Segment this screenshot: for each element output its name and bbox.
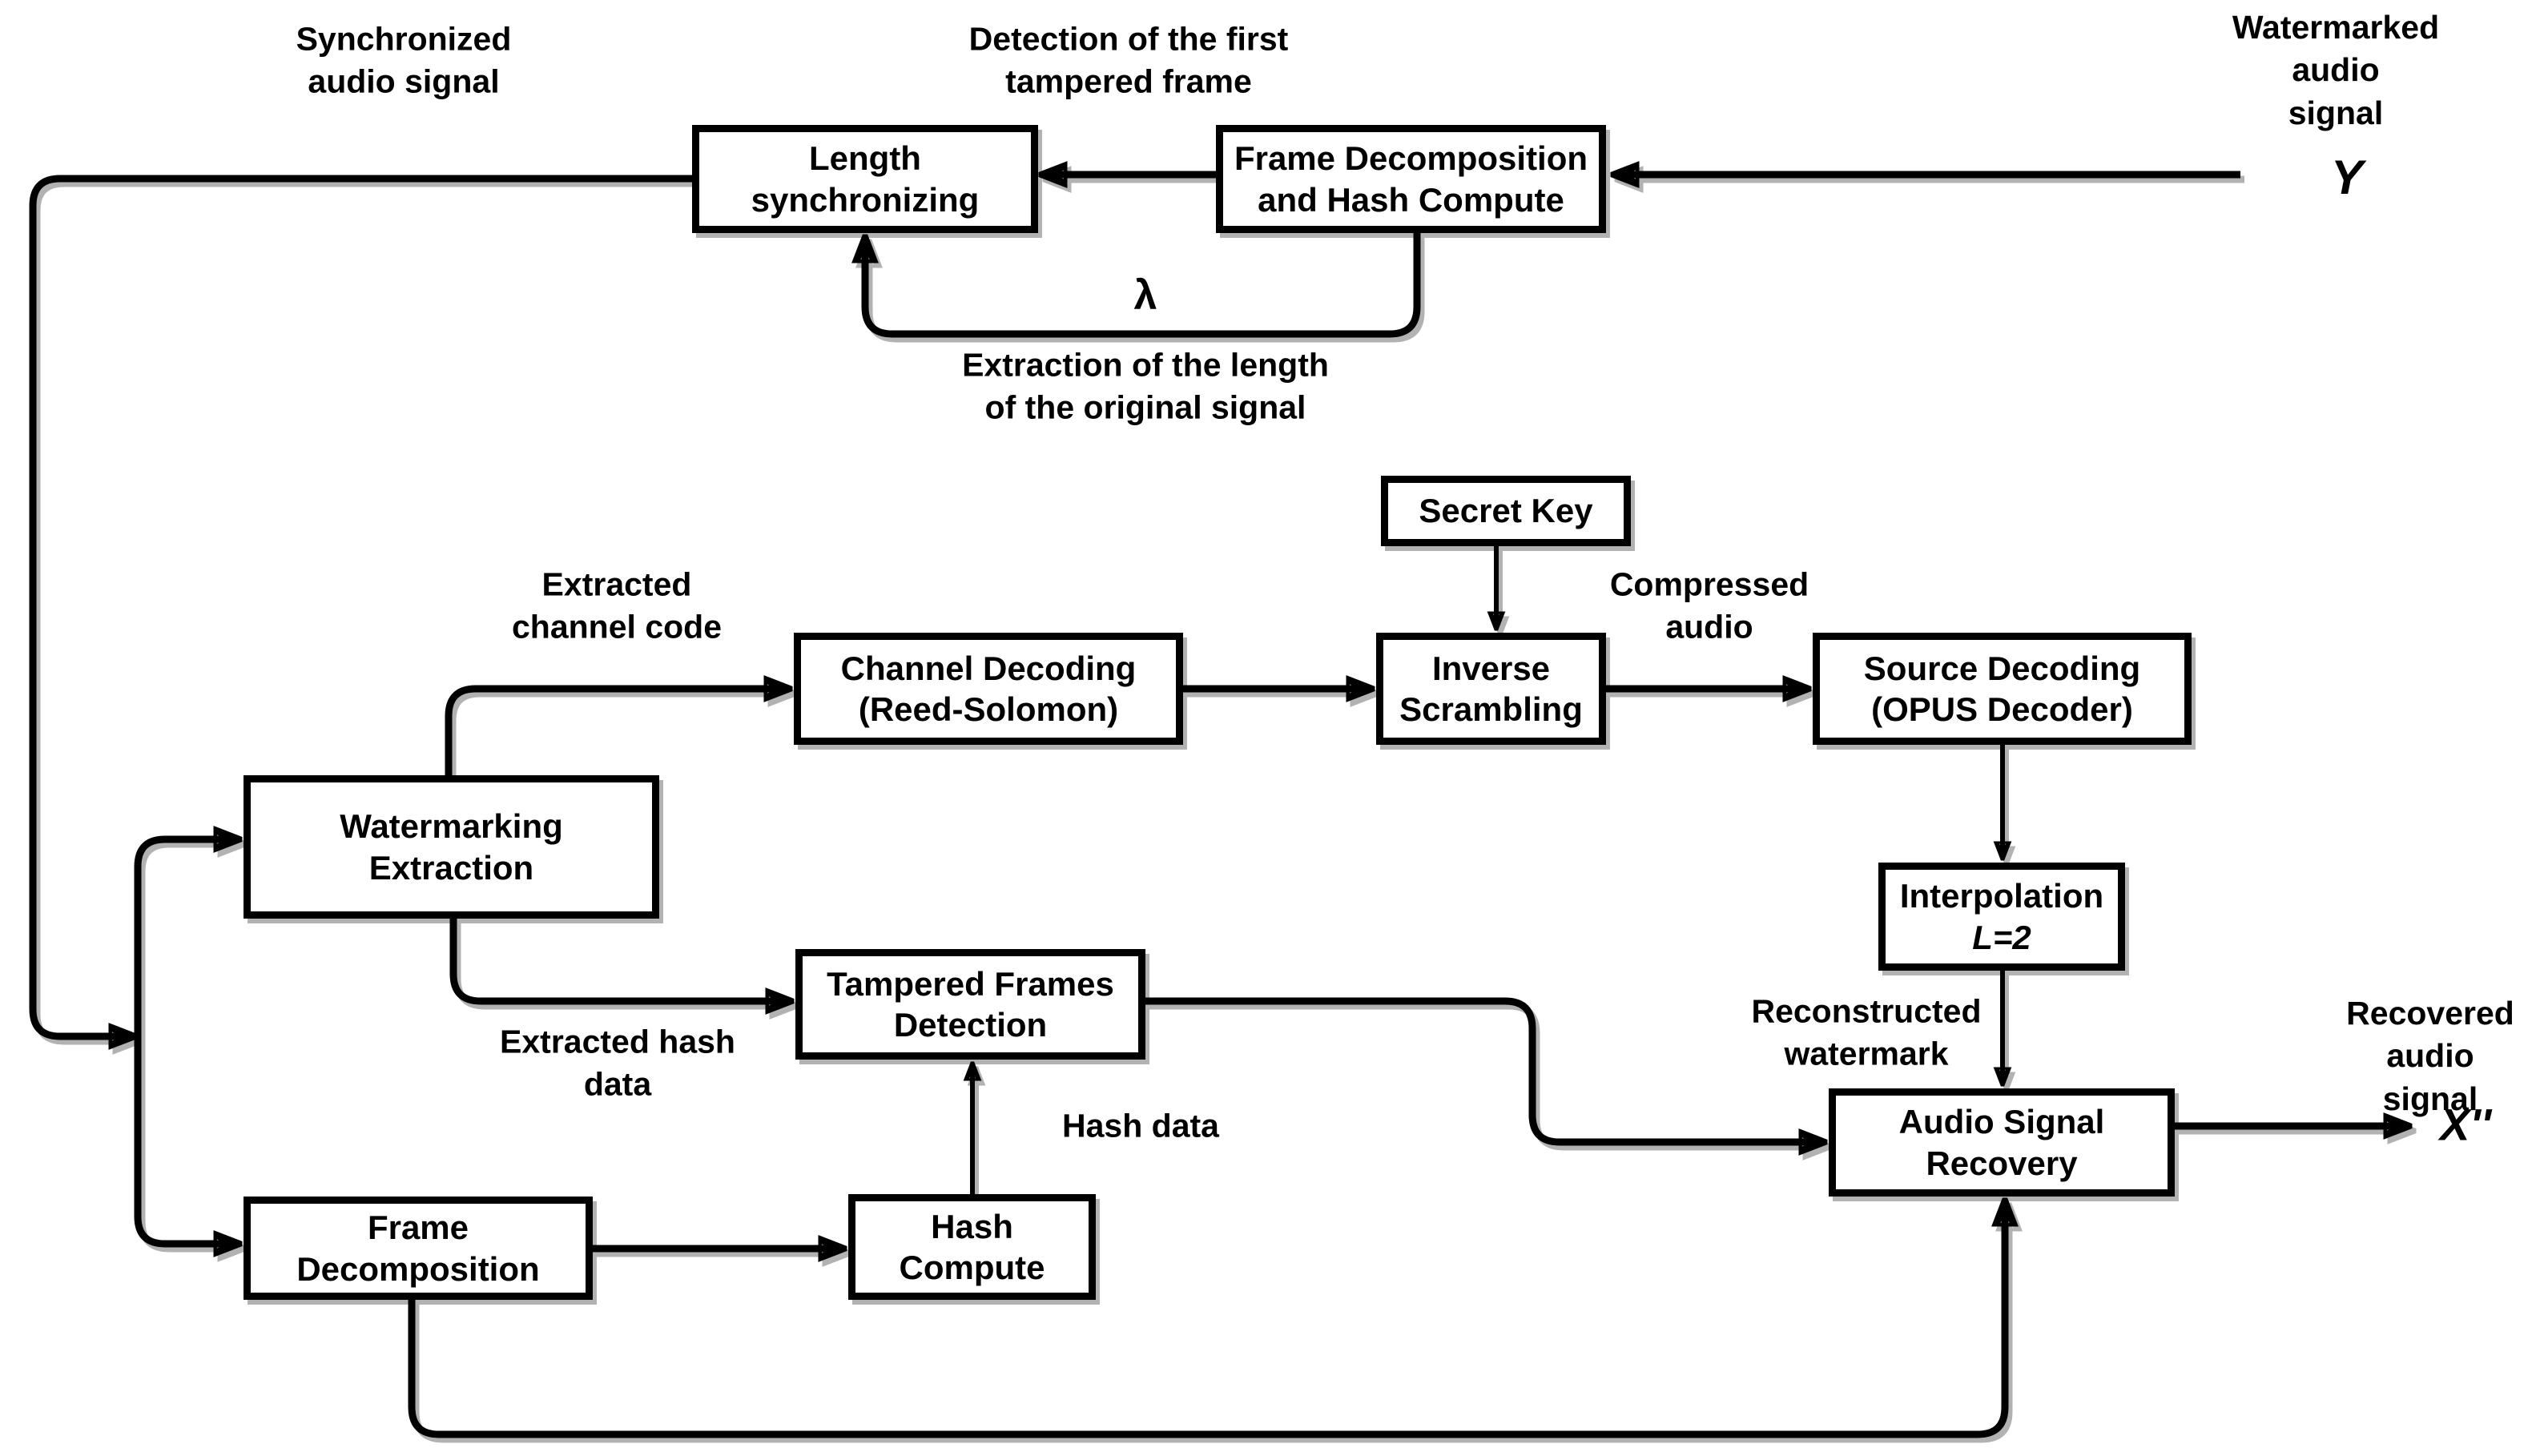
reconstructed-watermark-label: Reconstructed watermark	[1751, 992, 1982, 1072]
connector-frame-decomposition-to-audio-recovery-bottom	[408, 1202, 2005, 1438]
watermarked-signal-y-symbol: Y	[2330, 151, 2364, 204]
interpolation-label: Interpolation	[1899, 877, 2104, 915]
watermarked-audio-signal-label: Watermarked audio signal	[2232, 9, 2440, 131]
extracted-channel-code-label: Extracted channel code	[511, 565, 723, 646]
detection-first-tampered-frame-label: Detection of the first tampered frame	[968, 20, 1289, 100]
channel-decoding-box: Channel Decoding (Reed-Solomon)	[794, 633, 1183, 745]
frame-decomposition-box: Frame Decomposition	[244, 1197, 593, 1300]
length-synchronizing-box: Length synchronizing	[692, 125, 1038, 233]
lambda-symbol: λ	[1133, 272, 1157, 320]
interpolation-sublabel: L=2	[1972, 918, 2031, 956]
hash-compute-box: Hash Compute	[848, 1194, 1096, 1300]
audio-signal-recovery-box: Audio Signal Recovery	[1829, 1088, 2175, 1197]
connector-watermarking-to-channel-decoding	[445, 689, 788, 775]
connector-watermarking-to-tampered-frames	[449, 919, 790, 1001]
synchronized-audio-signal-label: Synchronized audio signal	[296, 20, 512, 100]
source-decoding-box: Source Decoding (OPUS Decoder)	[1813, 633, 2192, 745]
connector-trunk-to-frame-decomposition	[134, 1036, 238, 1244]
watermarking-extraction-box: Watermarking Extraction	[244, 775, 659, 919]
interpolation-box: Interpolation L=2	[1878, 863, 2125, 971]
connector-lambda-feedback-to-length-sync	[865, 233, 1421, 338]
frame-decomposition-hash-compute-box: Frame Decomposition and Hash Compute	[1216, 125, 1606, 233]
connector-tampered-frames-to-audio-recovery	[1145, 997, 1823, 1142]
extracted-hash-data-label: Extracted hash data	[500, 1023, 735, 1103]
recovered-audio-signal-label: Recovered audio signal	[2346, 995, 2514, 1117]
extraction-of-length-label: Extraction of the length of the original…	[962, 346, 1329, 426]
connector-length-sync-to-left-trunk	[29, 175, 692, 1036]
compressed-audio-label: Compressed audio	[1609, 565, 1809, 646]
inverse-scrambling-box: Inverse Scrambling	[1376, 633, 1606, 745]
secret-key-box: Secret Key	[1381, 476, 1631, 546]
recovered-signal-x-symbol: X''	[2440, 1099, 2491, 1150]
hash-data-label: Hash data	[1062, 1107, 1219, 1144]
tampered-frames-detection-box: Tampered Frames Detection	[795, 949, 1145, 1060]
connector-trunk-to-watermarking-extraction	[134, 839, 238, 1036]
